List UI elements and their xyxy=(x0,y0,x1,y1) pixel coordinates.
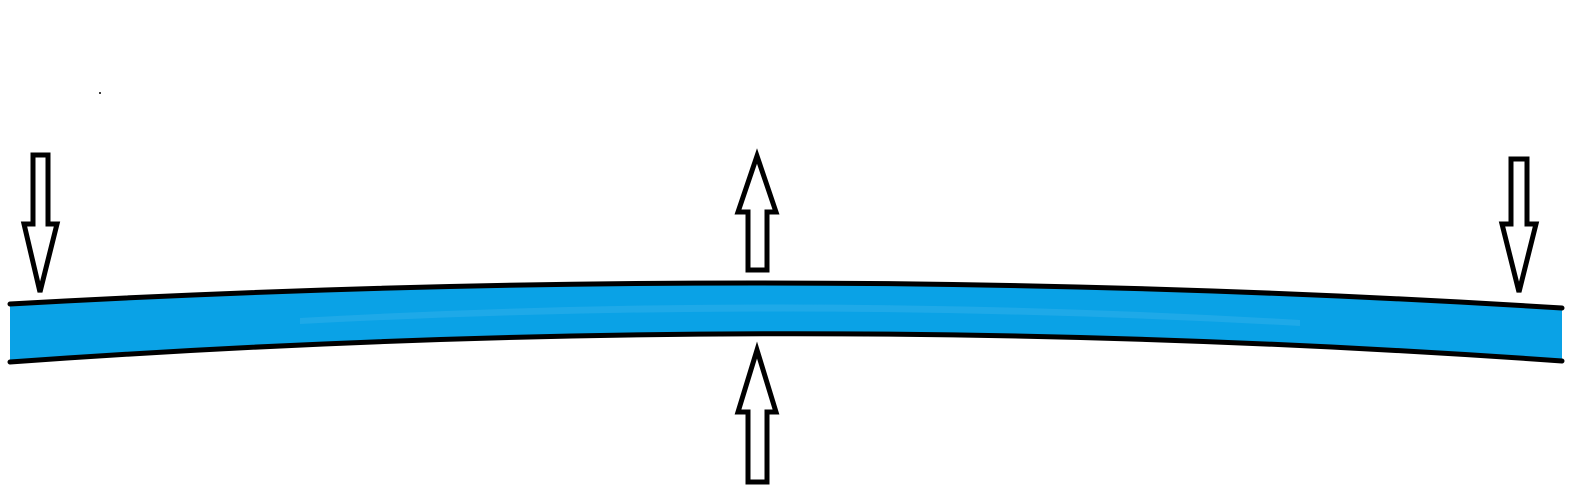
stray-dot xyxy=(99,92,101,94)
left-support-arrow-down-icon xyxy=(20,152,61,293)
center-force-arrow-up-below-icon xyxy=(734,341,780,485)
beam-bottom-edge xyxy=(7,331,1565,365)
beam-highlight xyxy=(300,304,1300,326)
beam-top-edge xyxy=(7,280,1565,311)
right-support-arrow-down-icon xyxy=(1498,156,1540,293)
beam xyxy=(7,280,1565,365)
beam-fill xyxy=(10,284,1562,361)
center-force-arrow-up-icon xyxy=(734,148,780,273)
